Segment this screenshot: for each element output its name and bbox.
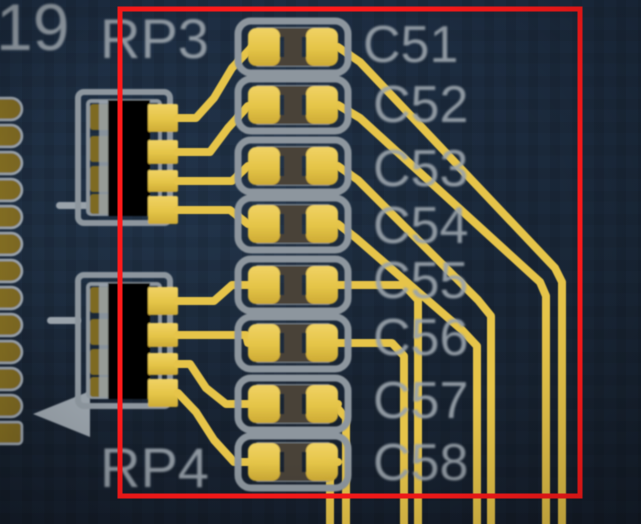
trace-rp4-c57: [174, 360, 252, 408]
refdes-rp3: RP3: [100, 7, 209, 70]
trace-c52-out: [334, 101, 550, 524]
edge-pad[interactable]: [0, 366, 24, 392]
silk-dash-marks: [47, 202, 90, 324]
edge-pad[interactable]: [0, 177, 24, 203]
trace-c55-out: [334, 281, 422, 524]
footprint-c54[interactable]: [238, 198, 348, 250]
edge-pad[interactable]: [0, 96, 24, 122]
trace-c56-out: [334, 339, 408, 524]
cap-label-c52: C52: [373, 76, 468, 134]
trace-rp3-c53: [174, 162, 252, 185]
edge-pad[interactable]: [0, 312, 24, 338]
edge-pad[interactable]: [0, 231, 24, 257]
footprint-c57[interactable]: [238, 378, 348, 430]
footprint-c55[interactable]: [238, 259, 348, 311]
footprint-c53[interactable]: [238, 140, 348, 192]
component-rp3[interactable]: [75, 89, 178, 226]
cap-label-c56: C56: [373, 309, 468, 367]
component-rp4[interactable]: [75, 272, 178, 409]
edge-pad[interactable]: [0, 204, 24, 230]
edge-pad[interactable]: [0, 339, 24, 365]
footprint-c58[interactable]: [238, 436, 348, 488]
board-corner-label: 19: [0, 0, 69, 64]
edge-pad[interactable]: [0, 123, 24, 149]
cap-label-c51: C51: [363, 16, 458, 74]
trace-rp4-c56: [174, 331, 252, 347]
footprint-c52[interactable]: [238, 79, 348, 131]
cap-label-c58: C58: [373, 434, 468, 492]
cap-label-c55: C55: [373, 252, 468, 310]
edge-pad[interactable]: [0, 420, 24, 446]
left-edge-connector[interactable]: [0, 96, 24, 446]
cap-label-c54: C54: [373, 197, 468, 255]
cap-label-c57: C57: [373, 372, 468, 430]
footprint-c56[interactable]: [238, 317, 348, 369]
selection-rectangle[interactable]: [117, 6, 583, 499]
edge-pad[interactable]: [0, 150, 24, 176]
footprint-c51[interactable]: [238, 21, 348, 73]
refdes-rp4: RP4: [100, 436, 209, 499]
edge-pad[interactable]: [0, 393, 24, 419]
polarity-arrow-icon: [33, 391, 90, 437]
trace-rp3-c54: [174, 206, 252, 228]
edge-pad[interactable]: [0, 258, 24, 284]
capacitor-footprints[interactable]: [238, 21, 348, 488]
cap-label-c53: C53: [373, 140, 468, 198]
trace-c51-out: [334, 43, 566, 524]
edge-pad[interactable]: [0, 285, 24, 311]
